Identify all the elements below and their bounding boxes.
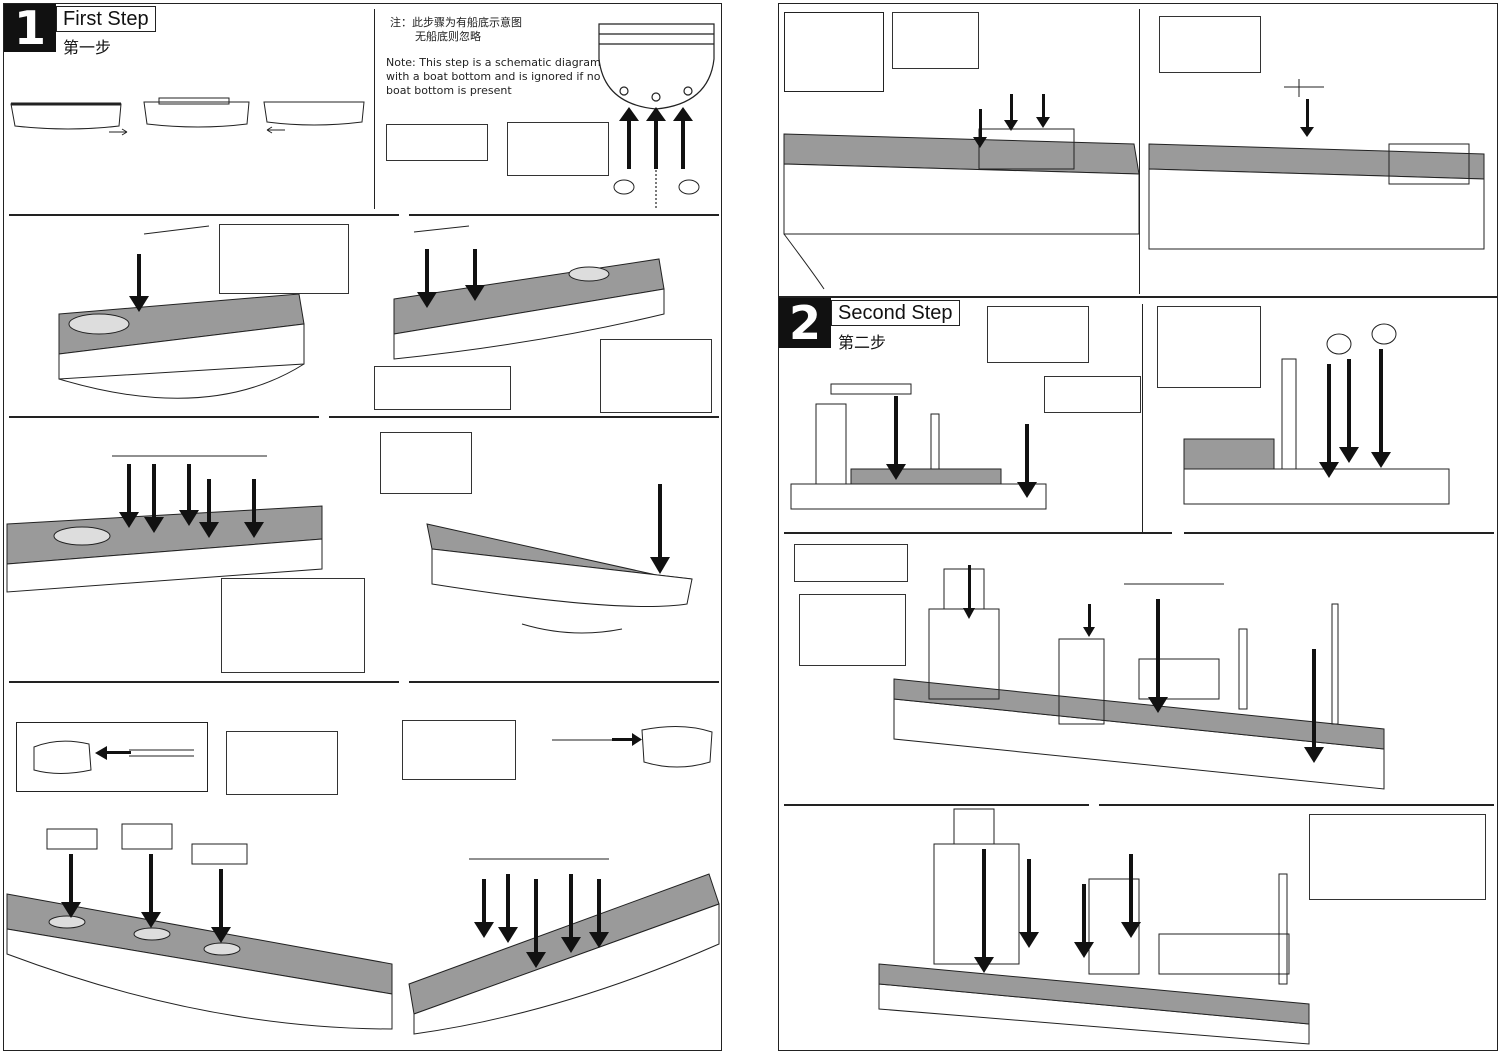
etch-sheet-icon [386,124,488,161]
panel-divider [409,681,719,683]
battleship-full-assembly [893,565,1385,790]
note-en-1: Note: This step is a schematic diagram [386,56,601,69]
etch-sheet-icon [1159,16,1261,73]
note-cn-1: 注：此步骤为有船底示意图 [390,16,522,29]
etch-sheet-icon [892,12,979,69]
panel-divider [9,214,399,216]
deck-assembly-stern [426,484,693,634]
deck-assembly-aft-turrets [408,858,720,1035]
panel-divider [1139,9,1140,294]
etch-sheet-icon [1157,306,1261,388]
etch-sheet-icon [221,578,365,673]
turret-icon [33,740,194,774]
etch-sheet-icon [219,224,349,294]
panel-divider [1184,532,1494,534]
etch-sheet-icon [380,432,472,494]
panel-divider [329,416,719,418]
etch-sheet-icon [1309,814,1486,900]
turret-icon [1183,323,1450,505]
instruction-page-left: 1 First Step 第一步 注：此步骤为有船底示意图 无船底则忽略 Not… [3,3,722,1051]
gun-detail-box [784,12,884,92]
panel-divider [784,804,1089,806]
ship-hull-icon [10,97,365,136]
panel-divider [1142,304,1143,532]
etch-sheet-icon [402,720,516,780]
etch-sheet-icon [507,122,609,176]
etch-sheet-icon [226,731,338,795]
etch-sheet-icon [799,594,906,666]
etch-sheet-icon [1044,376,1141,413]
turret-detail-box [16,722,208,792]
deck-assembly-bow [393,225,665,360]
ship-hull-icon [598,23,715,209]
battleship-final-assembly [878,808,1310,1045]
step-2-title: Second Step [831,300,960,326]
deck-assembly-turrets [6,823,393,1030]
instruction-page-right: 2 Second Step 第二步 [778,3,1498,1051]
etch-sheet-icon [374,366,511,410]
panel-divider [409,214,719,216]
step-1-title: First Step [56,6,156,32]
etch-sheet-icon [987,306,1089,363]
panel-divider [9,416,319,418]
superstructure-assembly [790,383,1047,510]
etch-sheet-icon [794,544,908,582]
deck-assembly-crane [58,225,305,399]
panel-divider [1099,804,1494,806]
step-1-title-cn: 第一步 [63,38,112,57]
panel-divider [374,9,375,209]
step-1-number: 1 [4,4,56,52]
turret-icon [552,725,713,768]
note-cn-2: 无船底则忽略 [415,30,481,43]
panel-divider [784,532,1172,534]
step-2-title-cn: 第二步 [838,333,887,352]
note-en-2: with a boat bottom and is ignored if no [386,70,601,83]
etch-sheet-icon [600,339,712,413]
note-en-3: boat bottom is present [386,84,512,97]
step-2-number: 2 [779,298,831,348]
aircraft-icon [1148,79,1485,250]
panel-divider [9,681,399,683]
deck-assembly-midship [783,94,1140,290]
panel-divider [779,296,1497,298]
deck-assembly-boats [6,455,323,593]
